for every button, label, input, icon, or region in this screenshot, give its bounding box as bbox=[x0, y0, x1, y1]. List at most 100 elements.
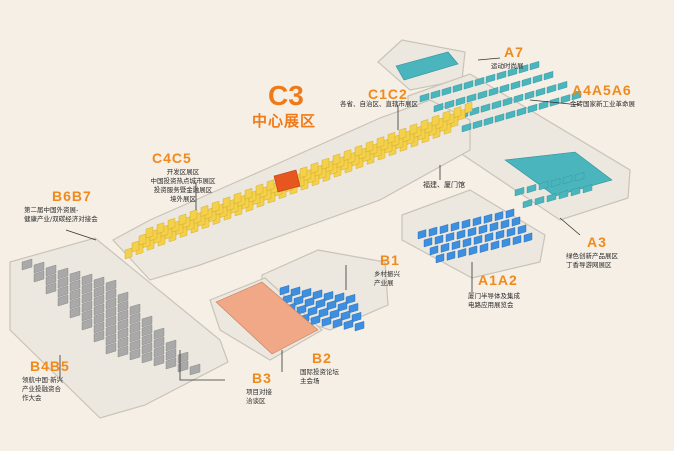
booth bbox=[332, 153, 341, 166]
booth bbox=[57, 294, 69, 307]
booth bbox=[334, 292, 345, 303]
booth bbox=[491, 100, 502, 110]
booth bbox=[532, 74, 543, 84]
booth bbox=[483, 116, 494, 126]
booth bbox=[124, 247, 133, 260]
zone-a12-code: A1A2 bbox=[478, 272, 518, 288]
hall-b-booths bbox=[21, 258, 201, 376]
booth bbox=[550, 178, 561, 188]
booth bbox=[468, 245, 478, 256]
booth bbox=[299, 166, 308, 179]
booth bbox=[535, 87, 546, 97]
zone-a7-desc: 运动时尚展 bbox=[491, 62, 524, 70]
booth bbox=[244, 187, 253, 200]
booth bbox=[522, 199, 533, 209]
booth bbox=[266, 179, 275, 191]
booth bbox=[129, 312, 141, 325]
zone-a3-code: A3 bbox=[587, 234, 607, 250]
booth bbox=[517, 224, 527, 235]
zone-a3-desc: 绿色创新产品展区 丁香导游网展区 bbox=[566, 252, 618, 269]
booth bbox=[343, 319, 354, 330]
booth bbox=[466, 93, 477, 103]
booth bbox=[527, 103, 538, 114]
booth bbox=[546, 84, 557, 94]
booth bbox=[105, 297, 117, 310]
booth bbox=[419, 93, 430, 103]
booth bbox=[516, 107, 527, 117]
booth bbox=[453, 106, 462, 118]
leader-a7 bbox=[477, 57, 501, 61]
booth bbox=[562, 175, 573, 185]
booth bbox=[307, 306, 318, 317]
zone-b1-desc: 乡村振兴 产业展 bbox=[374, 270, 400, 287]
booth bbox=[489, 221, 499, 232]
zone-b2-code: B2 bbox=[312, 350, 332, 366]
zone-b45-desc: 领航中国·新兴 产业投融资合 作大会 bbox=[22, 376, 64, 402]
booth bbox=[177, 351, 189, 364]
booth bbox=[81, 318, 93, 331]
zone-a456-desc: 金砖国家新工业革命展 bbox=[570, 100, 635, 108]
booth bbox=[538, 100, 549, 110]
booth bbox=[546, 193, 557, 203]
booth bbox=[69, 279, 81, 292]
hall-a3-booths bbox=[514, 172, 593, 209]
booth bbox=[502, 97, 513, 107]
booth bbox=[444, 99, 455, 110]
booth bbox=[430, 89, 441, 100]
booth bbox=[165, 357, 177, 370]
booth bbox=[153, 354, 165, 367]
booth bbox=[129, 339, 141, 352]
booth bbox=[255, 183, 264, 196]
booth bbox=[93, 330, 105, 343]
booth bbox=[45, 273, 57, 286]
booth bbox=[452, 83, 463, 93]
booth bbox=[582, 184, 593, 194]
booth bbox=[496, 70, 507, 80]
leader-lines bbox=[59, 57, 581, 381]
booth bbox=[81, 291, 93, 304]
booth bbox=[570, 187, 581, 197]
booth bbox=[105, 324, 117, 337]
booth bbox=[81, 300, 93, 313]
booth bbox=[521, 77, 532, 87]
zone-b1-code: B1 bbox=[380, 252, 400, 268]
booth bbox=[506, 227, 516, 238]
booth bbox=[45, 264, 57, 277]
booth bbox=[557, 81, 568, 91]
booth bbox=[510, 80, 521, 90]
booth bbox=[451, 240, 461, 251]
booth bbox=[138, 233, 147, 246]
booth bbox=[429, 245, 439, 256]
leader-a3 bbox=[559, 217, 581, 236]
booth bbox=[478, 224, 488, 235]
booth bbox=[514, 187, 525, 197]
booth bbox=[440, 242, 450, 253]
booth bbox=[446, 250, 456, 261]
booth bbox=[365, 140, 374, 153]
booth bbox=[321, 157, 330, 170]
booth bbox=[480, 103, 491, 113]
leader-b3 bbox=[179, 350, 225, 381]
booth bbox=[326, 300, 337, 311]
booth bbox=[462, 237, 472, 248]
booth bbox=[21, 258, 33, 271]
booth bbox=[200, 205, 209, 217]
booth bbox=[483, 213, 493, 224]
booth bbox=[117, 336, 129, 349]
booth bbox=[479, 242, 489, 253]
booth bbox=[457, 248, 467, 259]
booth bbox=[105, 288, 117, 301]
booth bbox=[117, 327, 129, 340]
booth bbox=[450, 221, 460, 232]
booth bbox=[233, 192, 242, 204]
booth bbox=[467, 226, 477, 237]
booth bbox=[417, 229, 427, 240]
booth bbox=[398, 127, 407, 140]
zone-b67-desc: 第二届中国外资展- 健康产业/双碳经济对接会 bbox=[24, 206, 98, 223]
booth bbox=[81, 309, 93, 322]
booth bbox=[538, 181, 549, 191]
booth bbox=[69, 288, 81, 301]
zone-a12-desc: 厦门半导体及集成 电路应用展览会 bbox=[468, 292, 520, 309]
booth bbox=[310, 315, 321, 326]
booth bbox=[105, 306, 117, 319]
